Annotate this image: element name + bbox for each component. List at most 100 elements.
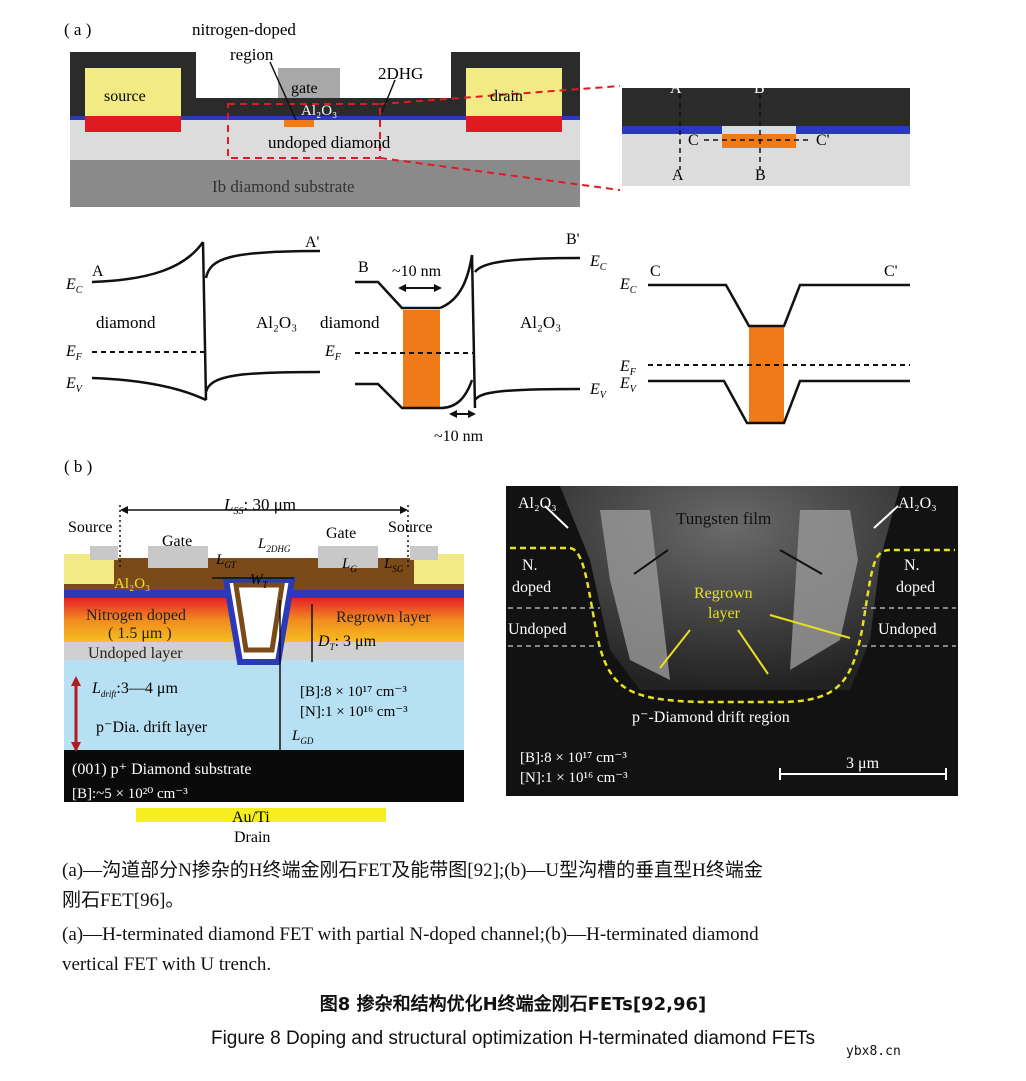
svg-text:( 1.5 μm ): ( 1.5 μm )	[108, 625, 172, 642]
svg-text:LG: LG	[341, 556, 357, 574]
svg-text:Au/Ti: Au/Ti	[232, 809, 270, 826]
caption-en: (a)—H-terminated diamond FET with partia…	[62, 924, 759, 975]
nitrogen-doped-region	[284, 120, 314, 127]
svg-text:B': B'	[754, 80, 768, 97]
svg-text:Al₂O₃: Al₂O₃	[518, 495, 557, 512]
2dhg-label: 2DHG	[378, 64, 423, 83]
substrate-layer	[70, 160, 580, 207]
svg-text:EV: EV	[65, 375, 84, 395]
figure-title-cn: 图8 掺杂和结构优化H终端金刚石FETs[92,96]	[319, 994, 707, 1015]
svg-text:L2DHG: L2DHG	[257, 536, 291, 554]
source-contact-red	[85, 116, 181, 132]
2dhg-layer	[70, 116, 580, 120]
svg-text:Al₂O₃: Al₂O₃	[520, 313, 561, 332]
svg-text:N.: N.	[522, 557, 538, 574]
svg-text:[N]:1 × 10¹⁶ cm⁻³: [N]:1 × 10¹⁶ cm⁻³	[520, 770, 628, 786]
svg-text:A: A	[672, 167, 684, 184]
svg-text:EF: EF	[619, 358, 637, 378]
nitrogen-region-zoom	[722, 134, 796, 148]
nitrogen-region-label: nitrogen-doped	[192, 20, 296, 39]
svg-text:[N]:1 × 10¹⁶ cm⁻³: [N]:1 × 10¹⁶ cm⁻³	[300, 704, 408, 720]
svg-text:B': B'	[566, 231, 580, 248]
svg-text:doped: doped	[512, 579, 551, 596]
svg-text:B: B	[755, 167, 766, 184]
band-diagram-cc: C C' EC EF EV	[619, 263, 910, 425]
svg-text:EF: EF	[324, 343, 342, 363]
gate-contact	[278, 68, 340, 98]
svg-text:EC: EC	[619, 276, 637, 296]
svg-text:Nitrogen doped: Nitrogen doped	[86, 607, 186, 624]
figure-title-en: Figure 8 Doping and structural optimizat…	[210, 1028, 816, 1049]
gate-label: gate	[291, 80, 318, 97]
svg-text:N.: N.	[904, 557, 920, 574]
svg-text:EC: EC	[589, 253, 607, 273]
sem-image: Al₂O₃ Al₂O₃ Tungsten film N. doped N. do…	[506, 486, 958, 796]
caption-cn: (a)—沟道部分N掺杂的H终端金刚石FET及能带图[92];(b)—U型沟槽的垂…	[62, 860, 763, 911]
substrate-layer	[64, 750, 464, 802]
svg-text:EV: EV	[619, 375, 638, 395]
svg-text:Source: Source	[68, 519, 112, 536]
drift-layer	[64, 660, 464, 750]
svg-text:WT: WT	[250, 572, 269, 590]
svg-text:Al₂O₃: Al₂O₃	[114, 576, 150, 592]
svg-text:diamond: diamond	[320, 313, 380, 332]
svg-text:A': A'	[670, 80, 685, 97]
svg-text:Drain: Drain	[234, 829, 270, 846]
svg-text:Al₂O₃: Al₂O₃	[898, 495, 937, 512]
substrate-label: Ib diamond substrate	[212, 177, 355, 196]
panel-a-label: ( a )	[64, 20, 91, 39]
panel-a: ( a ) nitrogen-doped region gate Al₂O₃ 2…	[64, 20, 910, 445]
device-cross-section: nitrogen-doped region gate Al₂O₃ 2DHG so…	[70, 20, 621, 207]
svg-text:Ldrift:3—4 μm: Ldrift:3—4 μm	[91, 680, 178, 699]
svg-text:Undoped: Undoped	[878, 621, 937, 638]
svg-text:diamond: diamond	[96, 313, 156, 332]
svg-text:(001) p⁺ Diamond substrate: (001) p⁺ Diamond substrate	[72, 761, 252, 778]
svg-text:B: B	[358, 259, 369, 276]
source-label: source	[104, 88, 146, 105]
drain-contact-red	[466, 116, 562, 132]
svg-text:C: C	[650, 263, 661, 280]
svg-text:LGT: LGT	[215, 552, 237, 570]
band-diagram-aa: A A' EC EF EV diamond Al₂O₃	[65, 234, 321, 402]
svg-text:doped: doped	[896, 579, 935, 596]
panel-b-label: ( b )	[64, 457, 92, 476]
svg-text:Source: Source	[388, 519, 432, 536]
svg-text:3 μm: 3 μm	[846, 755, 880, 772]
svg-text:Tungsten film: Tungsten film	[676, 509, 771, 528]
svg-text:[B]:8 × 10¹⁷ cm⁻³: [B]:8 × 10¹⁷ cm⁻³	[520, 750, 627, 766]
svg-text:LGD: LGD	[291, 728, 314, 746]
svg-text:Regrown: Regrown	[694, 585, 753, 602]
undoped-label: undoped diamond	[268, 133, 391, 152]
svg-text:p⁻-Diamond drift region: p⁻-Diamond drift region	[632, 709, 790, 726]
svg-text:EF: EF	[65, 343, 83, 363]
svg-text:Gate: Gate	[162, 533, 192, 550]
svg-text:EC: EC	[65, 276, 83, 296]
svg-text:~10 nm: ~10 nm	[434, 428, 484, 445]
svg-text:p⁻Dia. drift layer: p⁻Dia. drift layer	[96, 719, 208, 736]
svg-text:Gate: Gate	[326, 525, 356, 542]
band-diagram-bb: B B' ~10 nm ~10 nm diamond Al₂O₃ EF EC E…	[320, 231, 608, 445]
svg-text:layer: layer	[708, 605, 741, 622]
al2o3-label: Al₂O₃	[301, 103, 337, 119]
svg-text:[B]:~5 × 10²⁰ cm⁻³: [B]:~5 × 10²⁰ cm⁻³	[72, 786, 188, 802]
svg-text:C': C'	[816, 132, 830, 149]
svg-text:Regrown layer: Regrown layer	[336, 609, 431, 626]
vertical-fet-schematic: LSS: 30 μm Source Source Gate Gate LGT L…	[64, 495, 464, 846]
svg-text:C': C'	[884, 263, 898, 280]
svg-text:LSG: LSG	[383, 556, 404, 574]
panel-b: ( b ) LSS: 30 μm Source So	[64, 457, 958, 846]
svg-text:EV: EV	[589, 381, 608, 401]
source-contact	[85, 68, 181, 118]
svg-text:~10 nm: ~10 nm	[392, 263, 442, 280]
svg-text:LSS: 30 μm: LSS: 30 μm	[223, 495, 296, 517]
svg-text:A: A	[92, 263, 104, 280]
svg-text:Undoped: Undoped	[508, 621, 567, 638]
svg-text:DT: 3 μm: DT: 3 μm	[317, 633, 377, 652]
svg-text:C: C	[688, 132, 699, 149]
zoom-inset: A' B' C C' A B	[622, 80, 910, 186]
svg-text:[B]:8 × 10¹⁷ cm⁻³: [B]:8 × 10¹⁷ cm⁻³	[300, 684, 407, 700]
svg-text:Undoped layer: Undoped layer	[88, 645, 183, 662]
svg-text:A': A'	[305, 234, 320, 251]
svg-text:region: region	[230, 45, 274, 64]
svg-text:Al₂O₃: Al₂O₃	[256, 313, 297, 332]
